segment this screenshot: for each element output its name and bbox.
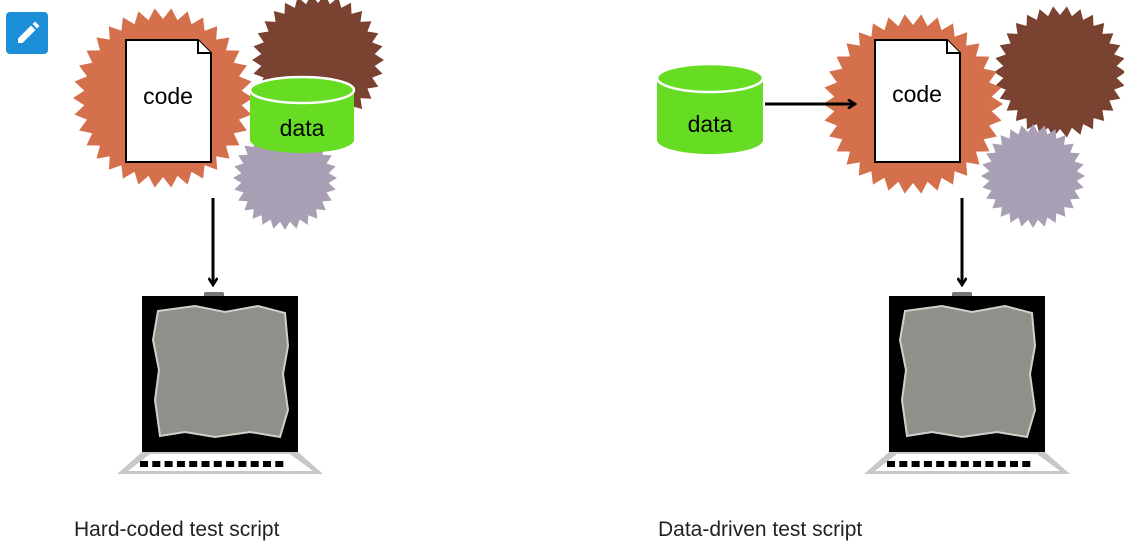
keyboard-key <box>985 461 994 467</box>
keyboard-key <box>201 461 210 467</box>
keyboard-key <box>911 461 920 467</box>
data-cylinder-icon <box>655 62 765 154</box>
laptop-icon <box>117 292 323 474</box>
keyboard-key <box>238 461 247 467</box>
keyboard-key <box>189 461 198 467</box>
keyboard-key <box>1022 461 1031 467</box>
data-label: data <box>688 111 733 137</box>
keyboard-key <box>960 461 969 467</box>
keyboard-key <box>152 461 161 467</box>
keyboard-key <box>936 461 945 467</box>
code-document-icon <box>125 39 212 163</box>
data-driven-diagram: code data <box>655 6 1124 474</box>
keyboard-key <box>164 461 173 467</box>
keyboard-key <box>176 461 185 467</box>
keyboard-key <box>973 461 982 467</box>
keyboard-key <box>899 461 908 467</box>
code-label: code <box>143 83 193 109</box>
laptop-icon <box>864 292 1070 474</box>
data-driven-caption: Data-driven test script <box>658 518 863 541</box>
gear-brown-icon <box>994 6 1124 138</box>
keyboard-key <box>275 461 284 467</box>
keyboard-key <box>263 461 271 467</box>
keyboard-key <box>997 461 1006 467</box>
hard-coded-diagram: code data <box>73 0 384 474</box>
keyboard-key <box>226 461 235 467</box>
keyboard-key <box>140 461 148 467</box>
keyboard-key <box>250 461 259 467</box>
data-cylinder-icon <box>248 75 356 153</box>
edit-button[interactable] <box>6 12 48 54</box>
keyboard-key <box>948 461 957 467</box>
code-document-icon <box>874 39 961 163</box>
hard-coded-caption: Hard-coded test script <box>74 518 280 541</box>
keyboard-key <box>213 461 222 467</box>
keyboard-key <box>887 461 895 467</box>
gear-lavender-icon <box>981 124 1085 228</box>
code-label: code <box>892 81 942 107</box>
pencil-icon <box>18 21 40 43</box>
keyboard-key <box>923 461 932 467</box>
keyboard-key <box>1010 461 1018 467</box>
data-label: data <box>280 115 325 141</box>
